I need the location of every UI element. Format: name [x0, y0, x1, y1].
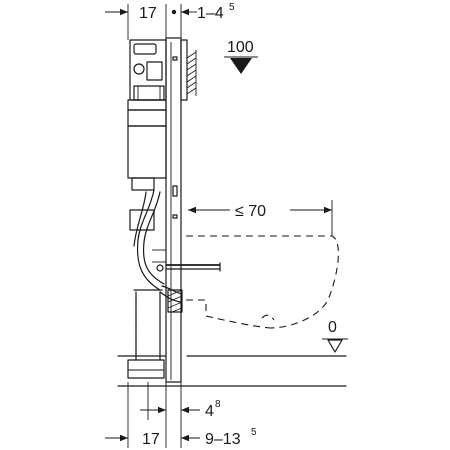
height-marker-triangle [230, 58, 252, 74]
dim-floor-marker: 0 [328, 319, 337, 336]
cistern-upper-body [129, 39, 167, 101]
floor-level: 0 [117, 319, 348, 387]
cistern-valve-circle [133, 63, 145, 75]
top-dot [171, 9, 177, 15]
dim-bottom-upper-sup: 8 [215, 399, 221, 410]
frame-mark-1 [172, 56, 178, 61]
hose-inner [142, 191, 165, 285]
wall-hatch-top [186, 50, 197, 96]
toilet-base-outline [186, 299, 271, 329]
toilet-bowl-dashed [186, 235, 339, 329]
flush-pipe-assembly [127, 189, 221, 379]
mounting-frame [165, 37, 197, 383]
cistern-lower-body [127, 125, 167, 179]
dim-bottom-left: 17 [142, 431, 160, 448]
hose-secondary [133, 191, 147, 247]
drain-outlet [127, 359, 165, 379]
toilet-foot [261, 314, 275, 321]
hose-outer [136, 189, 161, 291]
cistern-band [127, 99, 167, 111]
cistern [127, 39, 167, 191]
dim-bottom-upper: 4 [205, 403, 214, 420]
dim-bottom-lower: 9–13 [205, 431, 241, 448]
frame-mark-2 [172, 185, 178, 197]
bottom-dimensions: 4 8 17 9–13 5 [105, 382, 257, 448]
frame-mark-3 [172, 214, 178, 219]
dim-top-right: 1–4 [197, 5, 224, 22]
floor-marker-triangle [327, 339, 343, 353]
dim-clearance: ≤ 70 [235, 203, 266, 220]
pipe-fitting [156, 264, 164, 272]
top-dimension-group: 17 1–4 5 [105, 2, 235, 40]
cistern-valve-box [146, 61, 163, 81]
cistern-outlet [131, 177, 155, 191]
clearance-dimension: ≤ 70 [188, 200, 333, 236]
drain-pipe [135, 291, 161, 361]
cistern-top-cap [133, 43, 157, 55]
dim-top-left: 17 [139, 5, 157, 22]
cistern-float [133, 85, 165, 101]
frame-top-bracket [180, 39, 188, 101]
cistern-mid [127, 109, 167, 127]
toilet-bowl-outline [186, 235, 339, 329]
pipe-clamp [129, 209, 155, 231]
dim-bottom-lower-sup: 5 [251, 427, 257, 438]
elbow-hatch [167, 289, 183, 313]
frame-plate [165, 37, 182, 383]
dim-height-marker: 100 [227, 39, 254, 56]
dim-top-right-sup: 5 [229, 2, 235, 13]
height-marker-group: 100 [224, 39, 258, 74]
